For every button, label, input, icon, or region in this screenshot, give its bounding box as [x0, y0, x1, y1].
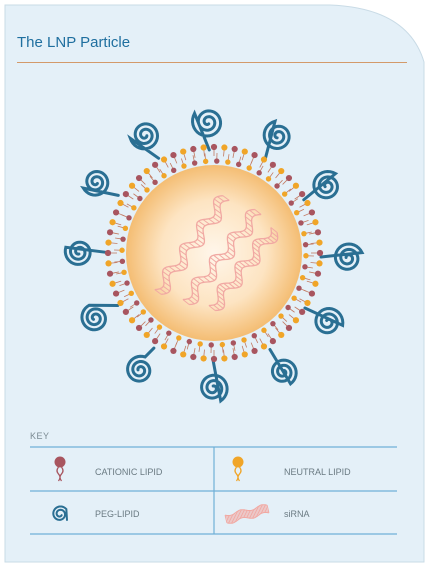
key-label-peg-lipid: PEG-LIPID	[95, 509, 140, 519]
neutral-lipid-icon	[232, 456, 244, 482]
peg-lipid-icon	[52, 505, 68, 521]
key-table	[30, 446, 397, 535]
page-title: The LNP Particle	[17, 34, 131, 51]
key-label-neutral-lipid: NEUTRAL LIPID	[284, 467, 351, 477]
peg-lipid-group	[63, 109, 365, 404]
cationic-lipid-icon	[54, 456, 66, 482]
particle-core	[126, 165, 302, 341]
lipid-membrane	[104, 143, 324, 363]
sirna-strands	[154, 195, 279, 312]
key-heading: KEY	[30, 431, 50, 441]
key-label-cationic-lipid: CATIONIC LIPID	[95, 467, 163, 477]
key-label-sirna: siRNA	[284, 509, 310, 519]
sirna-icon	[224, 504, 270, 524]
title-divider	[17, 62, 407, 63]
